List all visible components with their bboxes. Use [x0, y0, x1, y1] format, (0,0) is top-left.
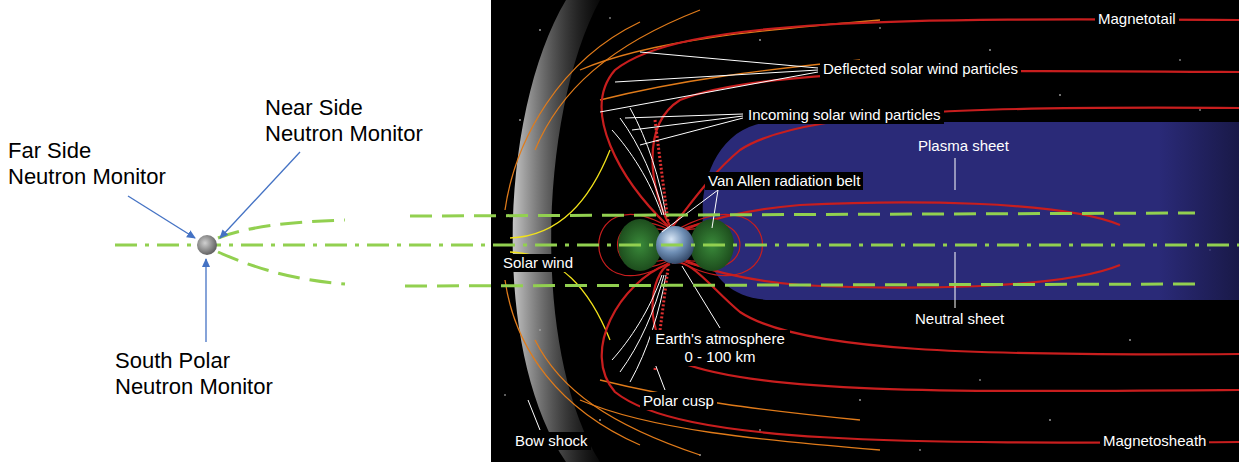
label-holder: Near Side Neutron Monitor: [265, 95, 445, 148]
label-holder: Polar cusp: [640, 392, 717, 410]
particle-label: Incoming solar wind particles: [745, 106, 944, 124]
region-label: Earth's atmosphere 0 - 100 km: [650, 330, 790, 366]
region-label: Magnetosheath: [1100, 432, 1209, 450]
monitor-label: Far Side Neutron Monitor: [8, 138, 170, 191]
label-holder: South Polar Neutron Monitor: [115, 348, 295, 401]
label-holder: Far Side Neutron Monitor: [8, 138, 170, 191]
particle-label: Deflected solar wind particles: [820, 60, 1021, 78]
region-label: Solar wind: [500, 254, 576, 272]
label-holder: Neutral sheet: [912, 310, 1007, 328]
region-label: Bow shock: [512, 432, 591, 450]
field-lines: [602, 19, 1239, 442]
region-label: Van Allen radiation belt: [705, 172, 863, 190]
region-label: Polar cusp: [640, 392, 717, 410]
label-holder: Bow shock: [512, 432, 591, 450]
label-holder: Deflected solar wind particles: [820, 60, 1021, 78]
region-label: Magnetotail: [1095, 10, 1179, 28]
monitor-label: South Polar Neutron Monitor: [115, 348, 295, 401]
region-label: Plasma sheet: [915, 137, 1012, 155]
label-holder: Magnetotail: [1095, 10, 1179, 28]
bow-shock: [513, 0, 600, 462]
label-holder: Van Allen radiation belt: [705, 172, 863, 190]
monitor-label: Near Side Neutron Monitor: [265, 95, 445, 148]
leader-lines: [528, 52, 955, 430]
space-ground: [491, 0, 1239, 462]
label-holder: Solar wind: [500, 254, 576, 272]
reference-lines: [115, 213, 1239, 286]
label-holder: Earth's atmosphere 0 - 100 km: [650, 330, 790, 366]
moon: [197, 235, 217, 255]
label-holder: Incoming solar wind particles: [745, 106, 944, 124]
region-label: Neutral sheet: [912, 310, 1007, 328]
label-holder: Plasma sheet: [915, 137, 1012, 155]
label-holder: Magnetosheath: [1100, 432, 1209, 450]
plasma-sheet: [703, 122, 1239, 300]
